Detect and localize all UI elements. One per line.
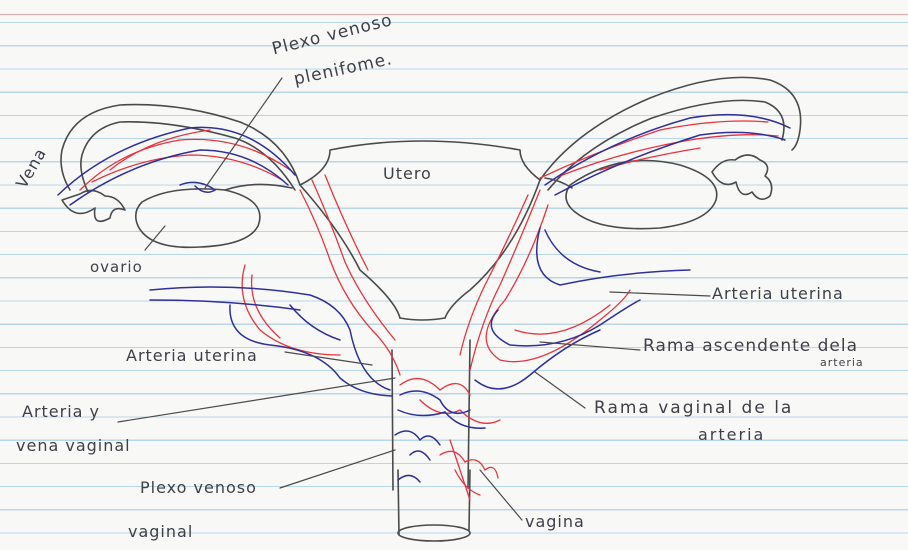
label-vena-vaginal: vena vaginal: [16, 436, 131, 455]
label-vagina: vagina: [525, 512, 585, 531]
label-arteria-y: Arteria y: [22, 402, 100, 421]
label-rama-ascendente: Rama ascendente dela: [643, 336, 858, 356]
label-ovario: ovario: [90, 258, 143, 276]
label-arteria-small: arteria: [820, 356, 864, 369]
label-vaginal: vaginal: [128, 522, 193, 541]
label-rama-vaginal-arteria: arteria: [698, 425, 765, 444]
label-utero: Utero: [383, 164, 432, 183]
label-arteria-uterina-left: Arteria uterina: [126, 346, 258, 365]
label-rama-vaginal: Rama vaginal de la: [594, 398, 793, 418]
uterus-outline: [61, 77, 801, 541]
label-plexo-venoso-vaginal: Plexo venoso: [140, 478, 257, 497]
label-arteria-uterina-right: Arteria uterina: [712, 284, 844, 303]
